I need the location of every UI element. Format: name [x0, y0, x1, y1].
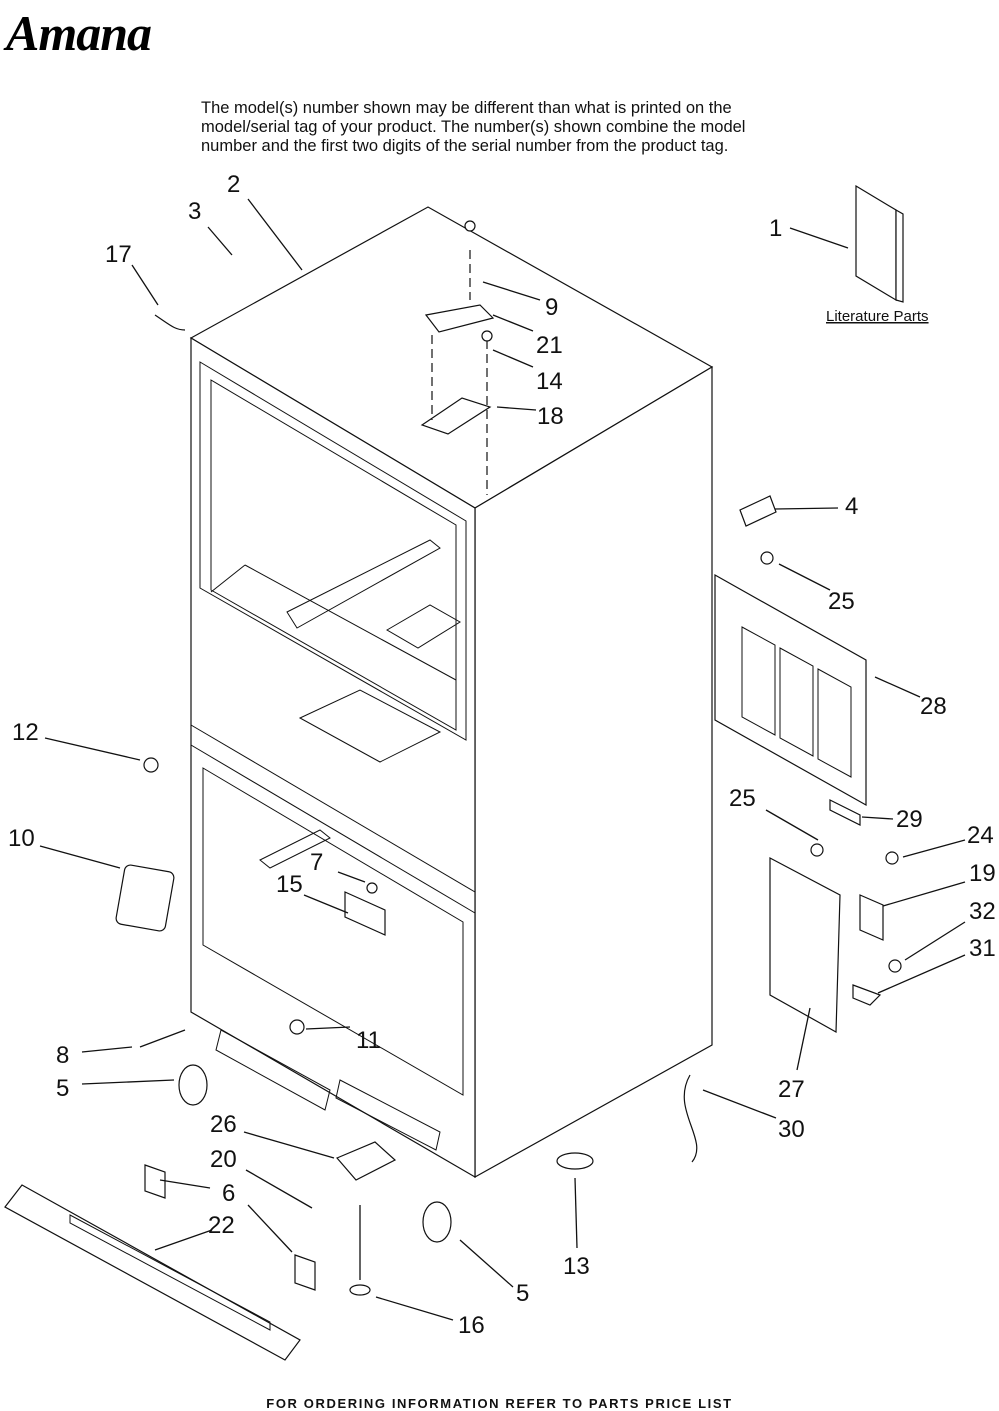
callout-label: 9: [545, 294, 558, 321]
casters: [178, 1064, 594, 1296]
callout-label: 16: [458, 1312, 485, 1339]
service-panel: [714, 495, 867, 826]
callout-label: 3: [188, 198, 201, 225]
callout-labels: 1 2 3 17 9 21 14 18 4 25 28 12 10 7 15 2…: [8, 171, 996, 1339]
callout-label: 20: [210, 1146, 237, 1173]
callout-label: 25: [828, 588, 855, 615]
cabinet: [189, 206, 714, 1179]
callout-label: 2: [227, 171, 240, 198]
callout-label: 10: [8, 825, 35, 852]
callout-label: 14: [536, 368, 563, 395]
ordering-footer: FOR ORDERING INFORMATION REFER TO PARTS …: [266, 1396, 733, 1411]
note-line: model/serial tag of your product. The nu…: [201, 118, 746, 136]
callout-label: 25: [729, 785, 756, 812]
callout-label: 15: [276, 871, 303, 898]
bracket-assembly: [683, 857, 884, 1163]
callout-label: 6: [222, 1180, 235, 1207]
callout-label: 22: [208, 1212, 235, 1239]
literature-parts-label: Literature Parts: [826, 308, 929, 325]
callout-label: 5: [516, 1280, 529, 1307]
callout-label: 19: [969, 860, 996, 887]
brand-logo: Amana: [6, 5, 152, 61]
callout-label: 13: [563, 1253, 590, 1280]
callout-label: 18: [537, 403, 564, 430]
callout-label: 1: [769, 215, 782, 242]
literature-booklet: [855, 184, 904, 303]
toe-grille: [4, 1164, 316, 1361]
callout-label: 4: [845, 493, 858, 520]
callout-label: 17: [105, 241, 132, 268]
upper-hinge-assembly: [420, 250, 495, 495]
note-line: The model(s) number shown may be differe…: [201, 99, 732, 117]
callout-label: 29: [896, 806, 923, 833]
callout-label: 12: [12, 719, 39, 746]
callout-label: 21: [536, 332, 563, 359]
callout-label: 26: [210, 1111, 237, 1138]
callout-label: 24: [967, 822, 994, 849]
callout-label: 30: [778, 1116, 805, 1143]
callout-label: 31: [969, 935, 996, 962]
note-line: number and the first two digits of the s…: [201, 137, 729, 155]
callout-label: 28: [920, 693, 947, 720]
callout-label: 7: [310, 849, 323, 876]
small-parts: [115, 220, 902, 1048]
callout-label: 27: [778, 1076, 805, 1103]
callout-leaders: [39, 198, 966, 1321]
model-number-note: The model(s) number shown may be differe…: [201, 99, 851, 156]
callout-label: 32: [969, 898, 996, 925]
callout-label: 8: [56, 1042, 69, 1069]
callout-label: 11: [356, 1027, 381, 1054]
callout-label: 5: [56, 1075, 69, 1102]
